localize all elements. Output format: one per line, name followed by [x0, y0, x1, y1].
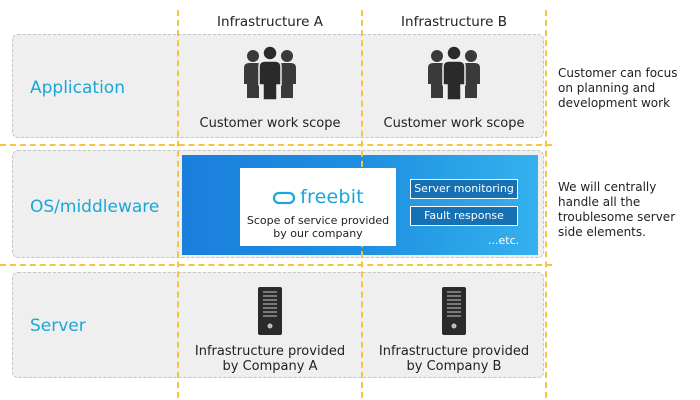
- note-application: Customer can focus on planning and devel…: [558, 66, 696, 111]
- server-tower-icon: [258, 287, 282, 335]
- infra-provided-b: Infrastructure provided by Company B: [364, 344, 544, 374]
- caption-line-2: by our company: [273, 227, 363, 240]
- server-monitoring-badge: Server monitoring: [410, 179, 518, 199]
- divider-horizontal-2: [0, 264, 552, 266]
- fault-response-badge: Fault response: [410, 206, 518, 226]
- column-header-infra-a: Infrastructure A: [217, 14, 323, 30]
- server-tower-icon: [442, 287, 466, 335]
- service-scope-caption: Scope of service provided by our company: [240, 214, 396, 240]
- layer-label-application: Application: [30, 78, 125, 98]
- layer-label-server: Server: [30, 316, 86, 336]
- layer-label-os-middleware: OS/middleware: [30, 197, 160, 217]
- divider-vertical-1: [177, 10, 179, 398]
- etc-label: ...etc.: [488, 234, 520, 247]
- people-group-icon: [244, 45, 296, 100]
- note-os-line-1: We will centrally: [558, 180, 657, 194]
- divider-horizontal-1: [0, 144, 552, 146]
- customer-scope-a: Customer work scope: [199, 116, 341, 131]
- infra-b-line-1: Infrastructure provided: [378, 344, 530, 359]
- note-application-line-2: on planning and: [558, 81, 656, 95]
- people-group-icon: [428, 45, 480, 100]
- infra-a-line-1: Infrastructure provided: [194, 344, 346, 359]
- brand-name: freebit: [300, 186, 364, 208]
- caption-line-1: Scope of service provided: [246, 214, 390, 227]
- column-header-infra-b: Infrastructure B: [401, 14, 507, 30]
- note-application-line-3: development work: [558, 96, 671, 110]
- infra-a-line-2: by Company A: [222, 359, 318, 374]
- divider-vertical-3: [545, 10, 547, 398]
- note-os-line-2: handle all the: [558, 195, 641, 209]
- note-os-line-3: troublesome server: [558, 210, 676, 224]
- infra-provided-a: Infrastructure provided by Company A: [180, 344, 360, 374]
- service-card: freebit Scope of service provided by our…: [240, 168, 396, 246]
- customer-scope-b: Customer work scope: [383, 116, 525, 131]
- cloud-icon: [273, 191, 296, 205]
- note-os-line-4: side elements.: [558, 225, 646, 239]
- note-os: We will centrally handle all the trouble…: [558, 180, 696, 240]
- note-application-line-1: Customer can focus: [558, 66, 678, 80]
- brand-logo: freebit: [240, 186, 396, 208]
- infra-b-line-2: by Company B: [406, 359, 502, 374]
